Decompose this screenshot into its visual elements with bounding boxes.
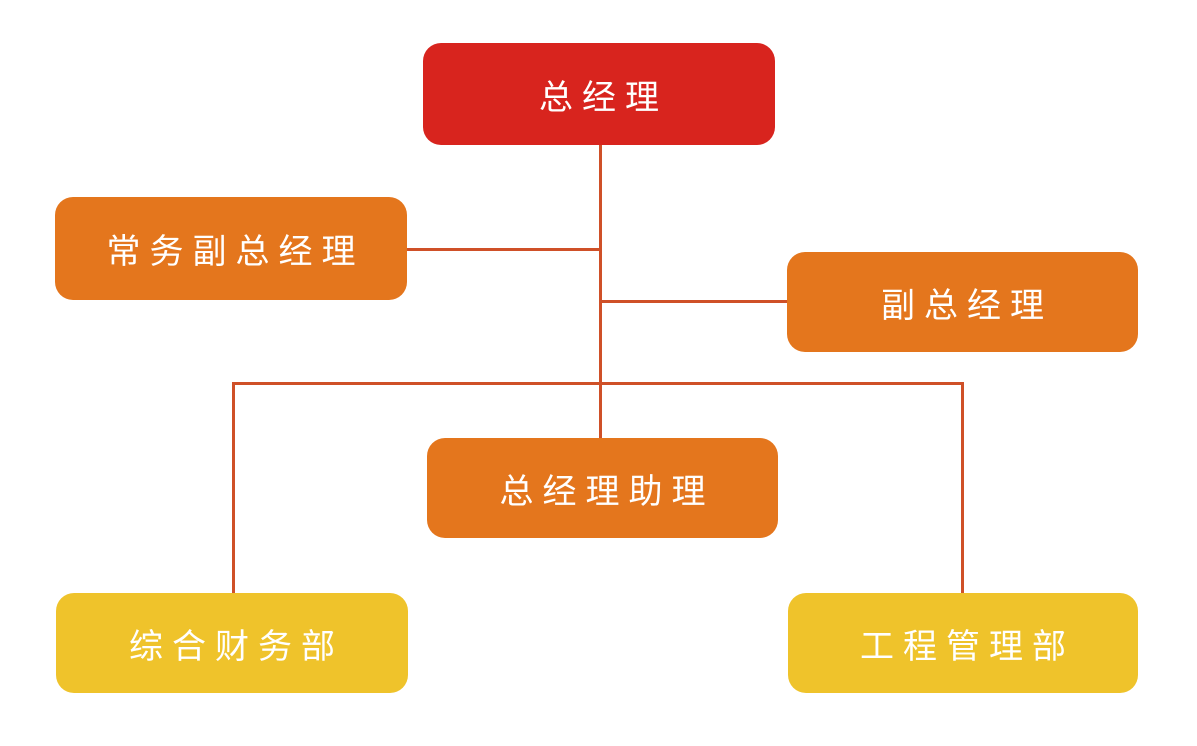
connector-bottom-crossbar [232, 382, 964, 385]
org-node-label: 常务副总经理 [106, 232, 365, 272]
org-node-finance-department: 综合财务部 [56, 593, 408, 693]
org-node-general-manager-assistant: 总经理助理 [427, 438, 778, 538]
org-node-deputy-general-manager: 副总经理 [787, 252, 1138, 352]
org-node-engineering-department: 工程管理部 [788, 593, 1138, 693]
org-node-label: 工程管理部 [860, 626, 1075, 667]
connector-branch-evgm [407, 248, 600, 251]
connector-branch-vgm [600, 300, 788, 303]
org-node-label: 总经理 [539, 77, 668, 118]
org-node-label: 综合财务部 [129, 626, 344, 667]
org-node-general-manager: 总经理 [423, 43, 775, 145]
org-node-label: 副总经理 [881, 285, 1053, 326]
connector-drop-engineering [961, 383, 964, 593]
org-node-executive-deputy-general-manager: 常务副总经理 [55, 197, 407, 300]
org-node-label: 总经理助理 [499, 471, 715, 512]
connector-drop-finance [232, 383, 235, 593]
connector-gm-trunk [599, 145, 602, 439]
